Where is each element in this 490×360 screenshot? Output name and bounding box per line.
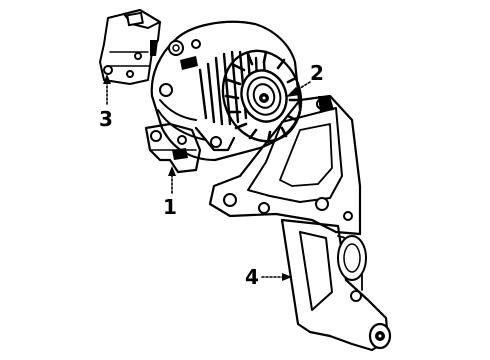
alternator-part: [150, 20, 303, 162]
callout-2: 2: [286, 61, 324, 97]
support-bracket-part: [208, 94, 392, 352]
callout-label-1: 1: [163, 195, 177, 219]
callout-label-3: 3: [99, 107, 113, 131]
voltage-regulator-part: [99, 9, 161, 85]
mounting-bracket-part: [144, 122, 202, 174]
callout-4: 4: [245, 265, 292, 289]
callout-label-4: 4: [245, 265, 259, 289]
callout-1: 1: [163, 166, 177, 219]
callout-3: 3: [99, 74, 113, 131]
callout-label-2: 2: [310, 61, 324, 85]
